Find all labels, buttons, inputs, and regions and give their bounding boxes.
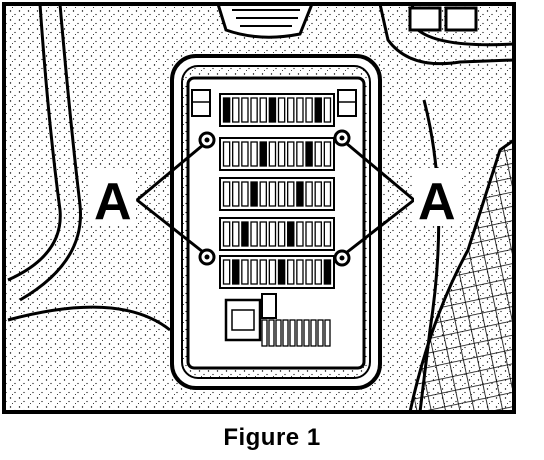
fuse [287,259,295,285]
fuse [277,259,286,285]
screw-bottom-left [198,248,216,266]
fuse [259,259,267,285]
fuse [305,97,313,123]
fuse [287,221,295,247]
fuse-row [219,137,335,171]
fuse [303,319,310,347]
fuse [277,221,286,247]
fuse [259,181,267,207]
fuse [250,221,258,247]
relay-top-right [337,89,357,117]
fuse [250,97,258,123]
fuse [268,141,277,167]
fuse [287,141,295,167]
fuse [314,181,322,207]
fuse [232,259,240,285]
fuse [323,259,332,285]
fuse [259,97,267,123]
fuse-row [219,93,335,127]
fuse [241,259,249,285]
figure-caption: Figure 1 [223,424,321,451]
screw-top-right [333,129,351,147]
relay-top-left [191,89,211,117]
fuse [323,97,332,123]
fuse [241,141,249,167]
fuse [232,221,240,247]
fuse [277,141,286,167]
callout-label-right: A [418,173,456,231]
illustration-body: A A [4,4,514,412]
top-vent [216,4,314,39]
fuse [268,221,277,247]
fuse [314,141,322,167]
fuse [323,181,332,207]
fuse [241,221,249,247]
fuse [305,181,313,207]
fuse [259,141,267,167]
fuse [275,319,282,347]
fuse [222,97,231,123]
callout-leaders [136,141,415,255]
fuse [250,259,258,285]
fuse [310,319,317,347]
fuse-rows [219,93,335,347]
fuse [296,319,303,347]
fuse [222,259,231,285]
fuse-row [219,217,335,251]
fuse [250,181,258,207]
fuse [314,97,322,123]
fuse [241,97,249,123]
fuse [268,319,275,347]
fuse [314,259,322,285]
figure-frame [2,2,516,414]
lower-fuse-block [261,319,331,347]
screw-top-left [198,131,216,149]
fuse [259,221,267,247]
fuse [222,141,231,167]
fuse [323,221,332,247]
fuse [296,221,304,247]
mounting-screws [198,129,351,267]
fuse [222,221,231,247]
fuse-row [219,177,335,211]
fuse [296,141,304,167]
fuse [314,221,322,247]
fuse-row [219,255,335,289]
fuse [287,97,295,123]
fuse [277,97,286,123]
fuse [305,259,313,285]
fuse [282,319,289,347]
fuse [268,181,277,207]
left-trim [7,4,171,332]
fuse [305,221,313,247]
fuse [289,319,296,347]
fuse [268,259,277,285]
fuse [305,141,313,167]
fuse [323,141,332,167]
fuse [241,181,249,207]
fuse [296,259,304,285]
fuse [268,97,277,123]
fuse [296,97,304,123]
fuse [324,319,331,347]
fuse [296,181,304,207]
fuse [232,97,240,123]
fuse [250,141,258,167]
fuse [232,181,240,207]
fuse [261,319,268,347]
fuse [287,181,295,207]
fuse [277,181,286,207]
bottom-relays [224,293,277,342]
callout-label-left: A [94,173,132,231]
screw-bottom-right [333,249,351,267]
fuse [222,181,231,207]
top-right-panel [378,4,514,66]
fuse [232,141,240,167]
fuse [317,319,324,347]
